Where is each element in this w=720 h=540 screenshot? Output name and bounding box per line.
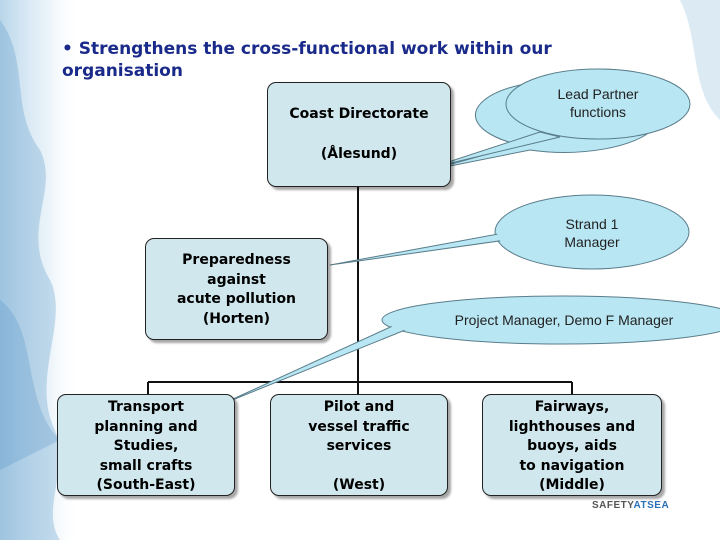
lead-partner-line: functions <box>569 104 627 120</box>
title-line-1: • Strengthens the cross-functional work … <box>62 39 552 59</box>
transport-line: (South-East) <box>96 477 196 493</box>
pilot-line: services <box>326 438 392 454</box>
coast-directorate-box: Coast Directorate (Ålesund) <box>267 82 451 187</box>
strand-line: Strand 1 <box>565 216 619 232</box>
preparedness-line: against <box>207 271 266 288</box>
pilot-line: Pilot and <box>323 399 395 415</box>
transport-line: Studies, <box>113 438 179 454</box>
logo-part-2: ATSEA <box>633 500 670 511</box>
fairways-box: Fairways, lighthouses and buoys, aids to… <box>482 394 662 496</box>
safetyatsea-logo: SAFETYATSEA <box>592 500 669 511</box>
project-callout <box>219 295 720 406</box>
fairways-line: Fairways, <box>534 399 610 415</box>
preparedness-line: Preparedness <box>182 252 291 268</box>
strand-text: Strand 1 Manager <box>512 215 672 251</box>
fairways-line: buoys, aids <box>527 438 617 454</box>
title-line-2: organisation <box>62 61 183 81</box>
coast-directorate-name: Coast Directorate <box>289 106 429 122</box>
strand-line: Manager <box>564 234 620 250</box>
fairways-line: lighthouses and <box>508 418 636 435</box>
transport-line: planning and <box>94 418 198 435</box>
preparedness-line: acute pollution <box>176 291 297 307</box>
transport-line: small crafts <box>99 457 193 474</box>
pilot-box: Pilot and vessel traffic services (West) <box>270 394 448 496</box>
pilot-line: (West) <box>332 477 386 493</box>
transport-box: Transport planning and Studies, small cr… <box>57 394 235 496</box>
transport-line: Transport <box>108 399 184 415</box>
project-text: Project Manager, Demo F Manager <box>454 312 674 328</box>
fairways-line: (Middle) <box>539 477 605 493</box>
slide-title: • Strengthens the cross-functional work … <box>62 38 662 82</box>
fairways-line: to navigation <box>519 457 625 474</box>
strand-callout <box>329 194 690 270</box>
lead-partner-line: Lead Partner <box>557 86 639 102</box>
preparedness-line: (Horten) <box>202 310 271 327</box>
lead-partner-text: Lead Partner functions <box>520 85 676 121</box>
pilot-line <box>271 457 447 477</box>
logo-part-1: SAFETY <box>592 500 634 511</box>
preparedness-box: Preparedness against acute pollution (Ho… <box>145 238 328 340</box>
coast-directorate-location: (Ålesund) <box>320 145 398 162</box>
pilot-line: vessel traffic <box>308 418 410 435</box>
